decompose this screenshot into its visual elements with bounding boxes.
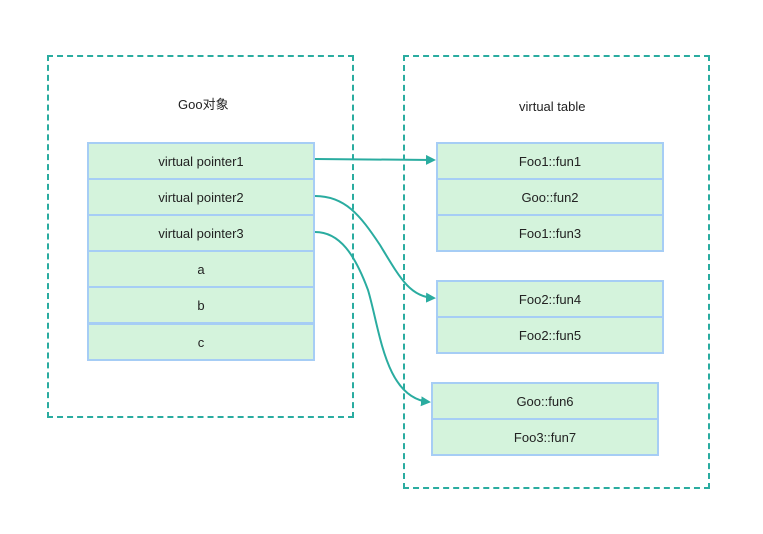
object-row-b: b [87,286,315,324]
goo-object-title: Goo对象 [178,97,229,112]
vtable2-entry-foo2-fun5: Foo2::fun5 [436,316,664,354]
vtable1-entry-goo-fun2: Goo::fun2 [436,178,664,216]
vtable3-entry-goo-fun6: Goo::fun6 [431,382,659,420]
object-row-a: a [87,250,315,288]
vtable1-entry-foo1-fun3: Foo1::fun3 [436,214,664,252]
object-row-virtual-pointer3: virtual pointer3 [87,214,315,252]
vtable2-entry-foo2-fun4: Foo2::fun4 [436,280,664,318]
object-row-virtual-pointer1: virtual pointer1 [87,142,315,180]
vtable1-entry-foo1-fun1: Foo1::fun1 [436,142,664,180]
object-row-virtual-pointer2: virtual pointer2 [87,178,315,216]
object-row-c: c [87,323,315,361]
vtable3-entry-foo3-fun7: Foo3::fun7 [431,418,659,456]
virtual-table-title: virtual table [519,99,586,114]
